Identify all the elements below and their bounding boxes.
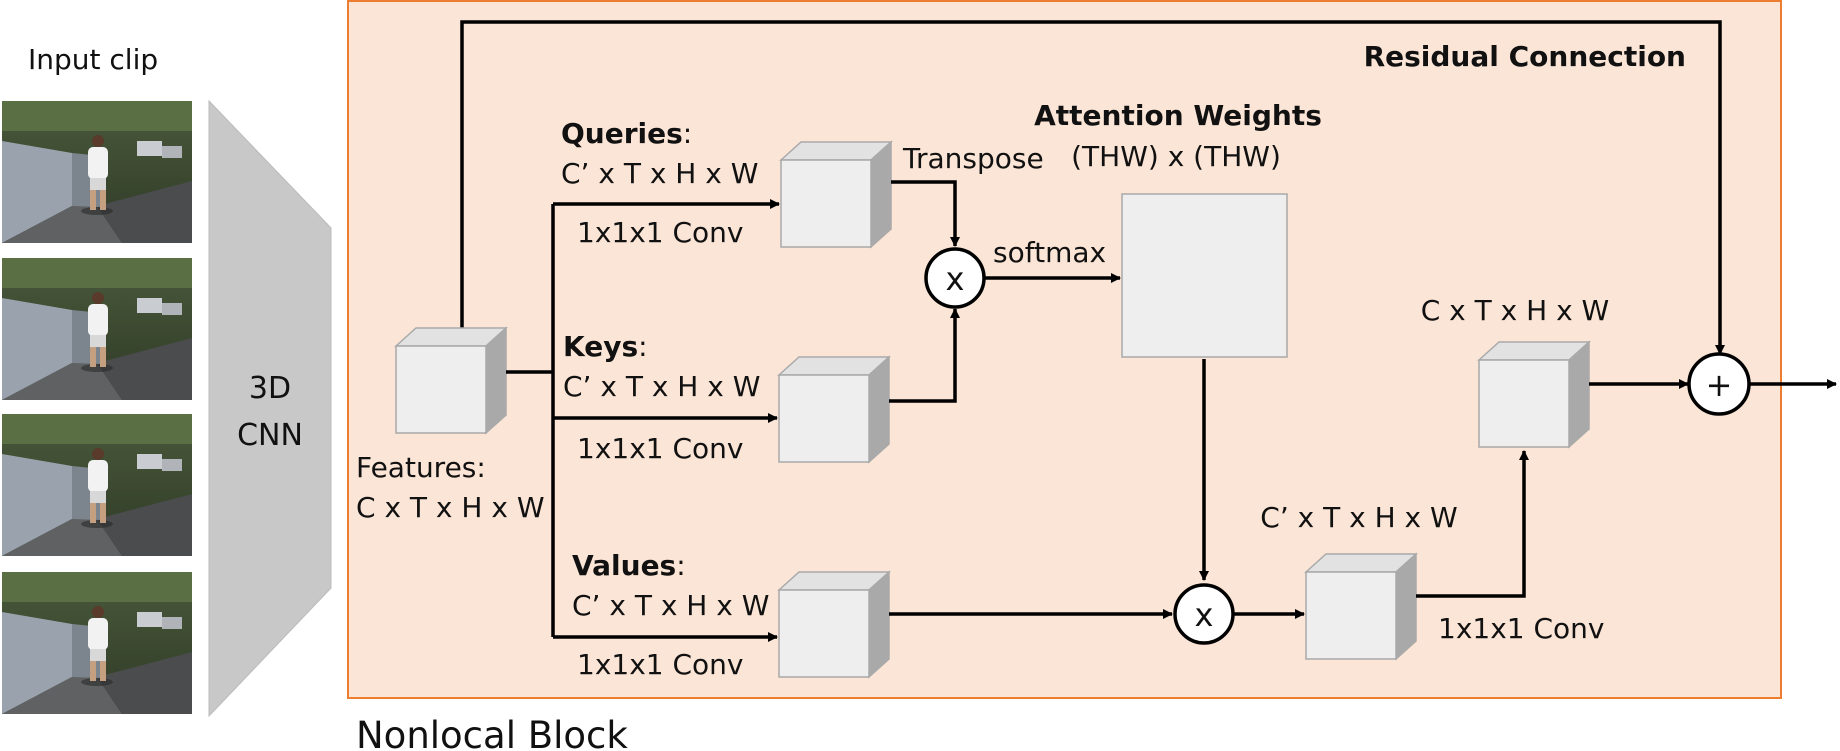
video-frame — [2, 414, 192, 556]
keys-label: Keys: — [563, 330, 648, 363]
values-conv-label: 1x1x1 Conv — [577, 648, 743, 681]
values-label: Values: — [572, 549, 686, 582]
weighted-to-output-arrow — [1416, 450, 1529, 598]
queries-label: Queries: — [561, 117, 692, 150]
video-frame — [2, 572, 192, 714]
features-cube — [394, 326, 508, 435]
input-clip-frames — [2, 101, 192, 714]
keys-to-multiply-arrow — [889, 308, 960, 403]
transpose-label: Transpose — [902, 142, 1044, 175]
keys-dims: C’ x T x H x W — [563, 370, 760, 403]
video-frame — [2, 101, 192, 243]
attention-weights-dims: (THW) x (THW) — [1071, 140, 1281, 173]
output-conv-label: 1x1x1 Conv — [1438, 612, 1604, 645]
video-frame — [2, 258, 192, 400]
residual-connection-label: Residual Connection — [1364, 40, 1686, 73]
features-to-branches-wire — [506, 204, 555, 637]
queries-transpose-arrow — [891, 180, 960, 247]
nonlocal-block-title: Nonlocal Block — [356, 714, 628, 751]
queries-cube — [779, 140, 893, 249]
values-dims: C’ x T x H x W — [572, 589, 769, 622]
output-dims: C x T x H x W — [1421, 294, 1610, 327]
add-op-symbol: + — [1706, 366, 1733, 404]
weighted-cube — [1304, 552, 1418, 661]
values-cube — [777, 570, 891, 679]
residual-connection-arrow — [460, 20, 1725, 355]
input-clip-label: Input clip — [28, 43, 158, 76]
softmax-label: softmax — [993, 236, 1106, 269]
cnn-trapezoid — [208, 99, 332, 718]
features-dims: C x T x H x W — [356, 491, 545, 524]
weighted-dims: C’ x T x H x W — [1260, 501, 1457, 534]
queries-conv-label: 1x1x1 Conv — [577, 216, 743, 249]
attention-weights-matrix — [1121, 193, 1288, 358]
multiply-op-2-symbol: x — [1195, 596, 1214, 634]
keys-cube — [777, 355, 891, 464]
multiply-op-1-symbol: x — [946, 260, 965, 298]
attention-weights-title: Attention Weights — [1034, 99, 1322, 132]
keys-conv-label: 1x1x1 Conv — [577, 432, 743, 465]
cnn-label-line2: CNN — [237, 418, 303, 453]
cnn-label-line1: 3D — [249, 371, 291, 406]
output-cube — [1477, 340, 1591, 449]
queries-dims: C’ x T x H x W — [561, 157, 758, 190]
features-label: Features: — [356, 451, 486, 484]
